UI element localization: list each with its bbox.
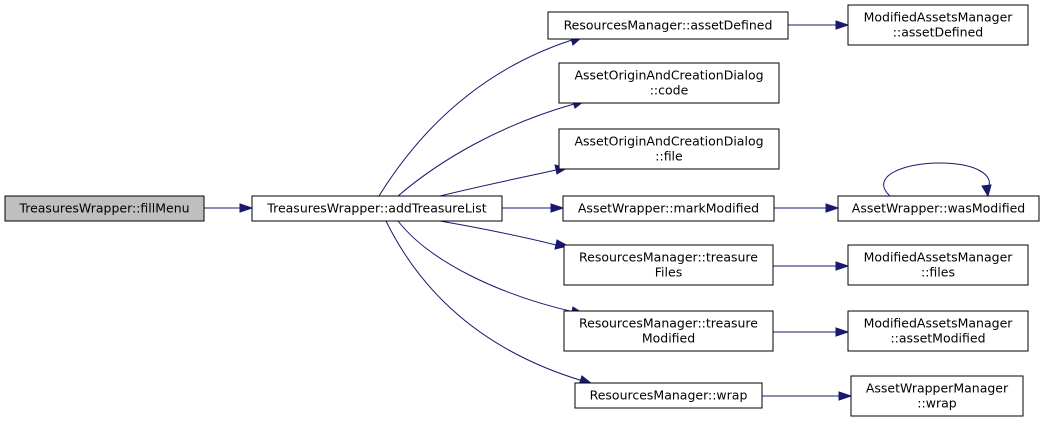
- node-label: ::assetDefined: [893, 25, 983, 40]
- edge-addTreasureList-to-rmTreasureFiles: [439, 220, 570, 250]
- node-label: ResourcesManager::wrap: [590, 388, 748, 403]
- node-label: AssetWrapper::markModified: [578, 201, 759, 216]
- arrowhead-icon: [835, 327, 850, 337]
- node-box: [847, 244, 1029, 286]
- node-box: [563, 244, 774, 286]
- node-label: ResourcesManager::treasure: [579, 250, 758, 265]
- arrowhead-icon: [838, 391, 853, 401]
- edge-rmAssetDefined-to-mamAssetDefined: [788, 20, 850, 30]
- node-label: ModifiedAssetsManager: [864, 316, 1014, 331]
- arrowhead-icon: [825, 203, 840, 213]
- node-awWasModified[interactable]: AssetWrapper::wasModified: [837, 195, 1040, 222]
- edge-addTreasureList-to-aocCode: [397, 98, 586, 197]
- edge-line: [385, 220, 584, 382]
- edge-addTreasureList-to-awMarkModified: [502, 203, 565, 213]
- node-rmWrap[interactable]: ResourcesManager::wrap: [574, 382, 763, 409]
- edge-addTreasureList-to-aocFile: [439, 164, 569, 197]
- node-awmWrap[interactable]: AssetWrapperManager::wrap: [850, 375, 1024, 417]
- node-label: AssetWrapper::wasModified: [852, 201, 1025, 216]
- node-label: Modified: [642, 331, 695, 346]
- node-box: [850, 375, 1024, 417]
- node-label: ::assetModified: [890, 331, 985, 346]
- node-label: ResourcesManager::assetDefined: [564, 18, 773, 33]
- arrowhead-icon: [550, 203, 565, 213]
- edge-rmWrap-to-awmWrap: [762, 391, 853, 401]
- edge-line: [883, 162, 990, 197]
- node-label: ::wrap: [917, 396, 956, 411]
- node-box: [547, 11, 789, 40]
- node-box: [251, 195, 503, 222]
- node-label: AssetWrapperManager: [866, 381, 1009, 396]
- node-awMarkModified[interactable]: AssetWrapper::markModified: [562, 195, 775, 222]
- node-label: ModifiedAssetsManager: [864, 250, 1014, 265]
- arrowhead-icon: [239, 203, 254, 213]
- node-label: AssetOriginAndCreationDialog: [574, 68, 763, 83]
- edge-fillMenu-to-addTreasureList: [204, 203, 254, 213]
- node-label: Files: [655, 265, 682, 280]
- node-box: [847, 310, 1029, 352]
- node-label: AssetOriginAndCreationDialog: [574, 134, 763, 149]
- node-box: [558, 128, 780, 170]
- edge-line: [439, 169, 557, 197]
- node-label: ::files: [921, 265, 955, 280]
- nodes-layer: TreasuresWrapper::fillMenu TreasuresWrapp…: [4, 4, 1040, 417]
- edge-line: [439, 220, 557, 246]
- node-label: ModifiedAssetsManager: [864, 10, 1014, 25]
- node-aocFile[interactable]: AssetOriginAndCreationDialog::file: [558, 128, 780, 170]
- arrowhead-icon: [981, 184, 992, 198]
- edge-line: [378, 39, 573, 197]
- arrowhead-icon: [835, 20, 850, 30]
- node-mamAssetDefined[interactable]: ModifiedAssetsManager::assetDefined: [847, 4, 1029, 46]
- edge-rmTreasureFiles-to-mamFiles: [773, 261, 850, 271]
- arrowhead-icon: [835, 261, 850, 271]
- node-label: ::code: [650, 83, 689, 98]
- node-box: [563, 310, 774, 352]
- edge-awMarkModified-to-awWasModified: [774, 203, 840, 213]
- node-label: TreasuresWrapper::fillMenu: [18, 201, 189, 216]
- node-mamFiles[interactable]: ModifiedAssetsManager::files: [847, 244, 1029, 286]
- edge-addTreasureList-to-rmTreasureModified: [397, 220, 586, 317]
- node-addTreasureList[interactable]: TreasuresWrapper::addTreasureList: [251, 195, 503, 222]
- node-rmAssetDefined[interactable]: ResourcesManager::assetDefined: [547, 11, 789, 40]
- edge-awWasModified-to-awWasModified: [883, 162, 992, 198]
- node-box: [558, 62, 780, 104]
- node-box: [847, 4, 1029, 46]
- node-aocCode[interactable]: AssetOriginAndCreationDialog::code: [558, 62, 780, 104]
- node-box: [4, 195, 205, 222]
- edge-rmTreasureModified-to-mamAssetModified: [773, 327, 850, 337]
- edge-addTreasureList-to-rmAssetDefined: [378, 34, 584, 197]
- node-box: [562, 195, 775, 222]
- edge-line: [397, 103, 575, 197]
- node-box: [574, 382, 763, 409]
- node-fillMenu[interactable]: TreasuresWrapper::fillMenu: [4, 195, 205, 222]
- node-label: ResourcesManager::treasure: [579, 316, 758, 331]
- edge-line: [397, 220, 575, 313]
- node-label: ::file: [655, 149, 683, 164]
- node-mamAssetModified[interactable]: ModifiedAssetsManager::assetModified: [847, 310, 1029, 352]
- node-label: TreasuresWrapper::addTreasureList: [266, 201, 486, 216]
- node-box: [837, 195, 1040, 222]
